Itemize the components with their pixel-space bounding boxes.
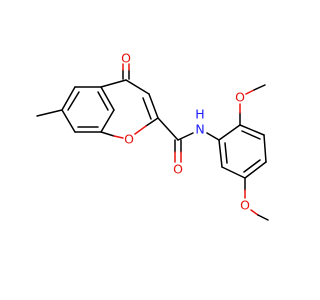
methoxy-oxygen-bottom-label: O	[240, 198, 250, 213]
bond	[157, 117, 179, 141]
bond	[97, 91, 109, 111]
bond	[177, 132, 194, 141]
bond	[263, 134, 267, 163]
bond	[36, 109, 63, 117]
bond	[253, 84, 266, 91]
bond	[142, 97, 152, 120]
bond	[100, 79, 127, 88]
bond	[218, 139, 223, 168]
bond	[125, 79, 150, 95]
amide-oxygen-label: O	[173, 162, 183, 177]
bond	[224, 142, 228, 164]
ring-oxygen-label: O	[124, 132, 134, 147]
bond	[61, 86, 76, 111]
bond	[134, 125, 147, 135]
keto-oxygen-label: O	[121, 51, 131, 66]
bond	[148, 93, 159, 119]
bond	[67, 91, 80, 111]
bond	[218, 124, 241, 141]
bond	[206, 132, 220, 141]
structure-canvas: O O O N H O O	[36, 51, 269, 221]
bond	[250, 209, 259, 216]
bond	[221, 166, 246, 179]
bond	[241, 130, 261, 140]
molecule-diagram: O O O N H O O	[36, 51, 269, 221]
amide-hydrogen-label: H	[195, 107, 204, 122]
bond	[244, 161, 267, 179]
bond	[257, 214, 269, 221]
bond	[100, 109, 115, 133]
bond	[245, 89, 255, 95]
bond	[145, 117, 159, 127]
bond	[100, 131, 115, 137]
bond	[100, 86, 115, 111]
bond	[239, 124, 265, 136]
methoxy-oxygen-top-label: O	[235, 90, 245, 105]
bond	[243, 159, 261, 173]
bond	[61, 109, 76, 133]
bond	[113, 135, 124, 139]
amide-nitrogen-label: N	[195, 122, 204, 137]
